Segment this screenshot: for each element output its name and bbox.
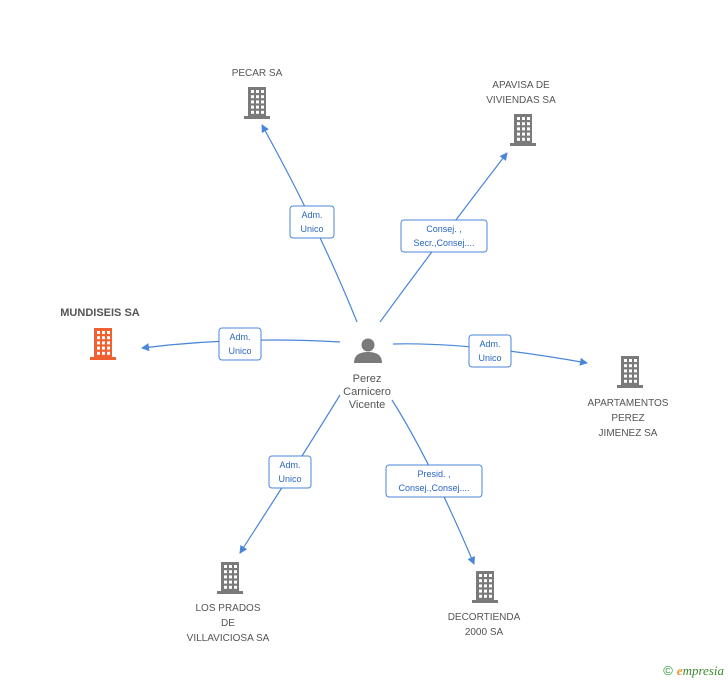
company-name-line: VILLAVICIOSA SA bbox=[187, 633, 270, 644]
company-name-line: MUNDISEIS SA bbox=[60, 307, 140, 319]
company-name-line: LOS PRADOS bbox=[195, 603, 260, 614]
building-icon[interactable] bbox=[472, 571, 498, 603]
person-name-line: Vicente bbox=[349, 399, 386, 411]
building-icon[interactable] bbox=[244, 87, 270, 119]
company-name[interactable]: DECORTIENDA 2000 SA bbox=[448, 612, 521, 638]
role-text: Unico bbox=[228, 346, 251, 356]
company-name-line: APAVISA DE bbox=[492, 80, 550, 91]
role-text: Secr.,Consej.... bbox=[413, 238, 474, 248]
role-text: Presid. , bbox=[417, 469, 450, 479]
building-icon[interactable] bbox=[617, 356, 643, 388]
role-text: Adm. bbox=[301, 210, 322, 220]
copyright-symbol: © bbox=[663, 663, 673, 678]
person-name-line: Carnicero bbox=[343, 386, 391, 398]
role-text: Unico bbox=[278, 474, 301, 484]
role-badge[interactable]: Consej. , Secr.,Consej.... bbox=[400, 219, 488, 253]
role-badge[interactable]: Presid. , Consej.,Consej.... bbox=[385, 464, 483, 498]
building-icon[interactable] bbox=[217, 562, 243, 594]
building-icon[interactable] bbox=[90, 328, 116, 360]
role-text: Unico bbox=[478, 353, 501, 363]
company-name-line: DECORTIENDA bbox=[448, 612, 521, 623]
company-name[interactable]: APARTAMENTOS PEREZ JIMENEZ SA bbox=[588, 398, 669, 439]
company-name-line: PEREZ bbox=[611, 413, 644, 424]
company-name-line: PECAR SA bbox=[232, 68, 283, 79]
company-name-line: VIVIENDAS SA bbox=[486, 95, 556, 106]
role-badge[interactable]: Adm. Unico bbox=[289, 205, 335, 239]
company-name-line: 2000 SA bbox=[465, 627, 504, 638]
role-text: Consej.,Consej.... bbox=[398, 483, 469, 493]
building-icon[interactable] bbox=[510, 114, 536, 146]
role-text: Adm. bbox=[229, 332, 250, 342]
person-icon[interactable] bbox=[354, 338, 382, 364]
role-text: Adm. bbox=[279, 460, 300, 470]
company-name[interactable]: APAVISA DE VIVIENDAS SA bbox=[486, 80, 556, 106]
company-name[interactable]: MUNDISEIS SA bbox=[60, 307, 140, 319]
role-badge[interactable]: Adm. Unico bbox=[468, 334, 512, 368]
role-text: Consej. , bbox=[426, 224, 462, 234]
role-badge[interactable]: Adm. Unico bbox=[268, 455, 312, 489]
brand-logo[interactable]: empresia bbox=[676, 663, 724, 678]
role-text: Adm. bbox=[479, 339, 500, 349]
person-name-line: Perez bbox=[353, 373, 382, 385]
company-name-line: APARTAMENTOS bbox=[588, 398, 669, 409]
company-name[interactable]: PECAR SA bbox=[232, 68, 283, 79]
company-name-line: JIMENEZ SA bbox=[599, 428, 658, 439]
company-name-line: DE bbox=[221, 618, 235, 629]
role-badge[interactable]: Adm. Unico bbox=[218, 327, 262, 361]
role-text: Unico bbox=[300, 224, 323, 234]
copyright-notice: ©empresia bbox=[663, 663, 724, 679]
company-name[interactable]: LOS PRADOS DE VILLAVICIOSA SA bbox=[187, 603, 270, 644]
